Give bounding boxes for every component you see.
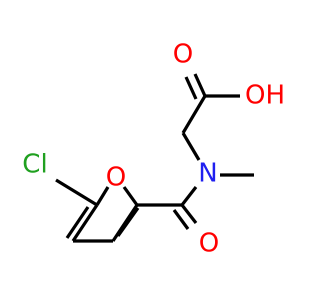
bond-c3-c4 [111,204,139,242]
bond-c1-cl [55,178,98,207]
bond-o-ring-c1 [95,186,110,206]
amide-carbonyl-oxygen-atom-label: O [199,229,219,259]
chemical-structure-diagram: Cl O N O O OH [22,40,285,259]
bond-ch2-acid-carbon [181,95,207,134]
bond-n-ch2 [181,132,201,161]
bond-c1-c2-inner [65,206,90,239]
bond-acid-c-o-2 [184,76,198,100]
ring-oxygen-atom-label: O [106,163,126,193]
bond-c4-o-ring [122,186,139,206]
bond-carbonyl-c-n [180,186,198,206]
nitrogen-atom-label: N [198,159,217,189]
bond-acid-c-o-1 [193,73,207,97]
bond-carbonyl-c-o-2 [172,209,190,230]
acid-carbonyl-oxygen-atom-label: O [173,40,193,70]
bond-carbonyl-c-o-1 [180,204,198,224]
bond-c3-c4-inner [116,207,140,237]
bond-c1-c2 [71,204,99,242]
chlorine-atom-label: Cl [22,150,47,180]
hydroxyl-atom-label: OH [245,81,285,111]
